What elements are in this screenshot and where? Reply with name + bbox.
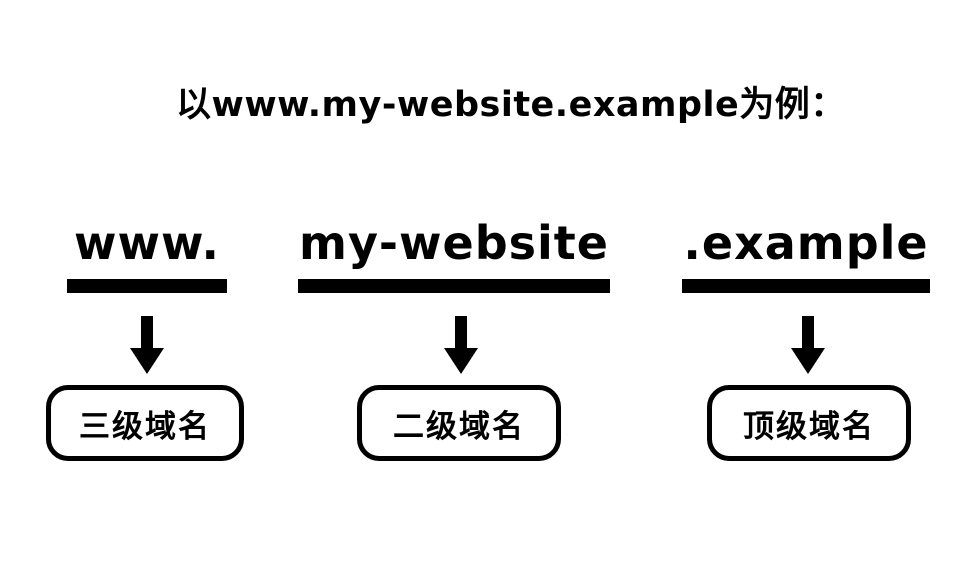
domain-part-second-level: my-website (299, 216, 609, 270)
arrow-down-icon (444, 316, 478, 374)
domain-part-top-level: .example (683, 216, 929, 270)
underline-bar (298, 279, 610, 293)
arrow-down-icon (791, 316, 825, 374)
label-box-third-level: 三级域名 (46, 385, 244, 461)
label-box-second-level: 二级域名 (357, 385, 561, 461)
underline-bar (67, 279, 227, 293)
label-top-level-domain: 顶级域名 (743, 408, 875, 445)
arrow-down-icon (130, 316, 164, 374)
diagram-title: 以www.my-website.example为例： (176, 85, 846, 125)
label-second-level-domain: 二级域名 (393, 408, 525, 445)
domain-part-subdomain: www. (73, 216, 221, 270)
underline-bar (682, 279, 930, 293)
label-third-level-domain: 三级域名 (79, 408, 211, 445)
label-box-top-level: 顶级域名 (707, 385, 911, 461)
